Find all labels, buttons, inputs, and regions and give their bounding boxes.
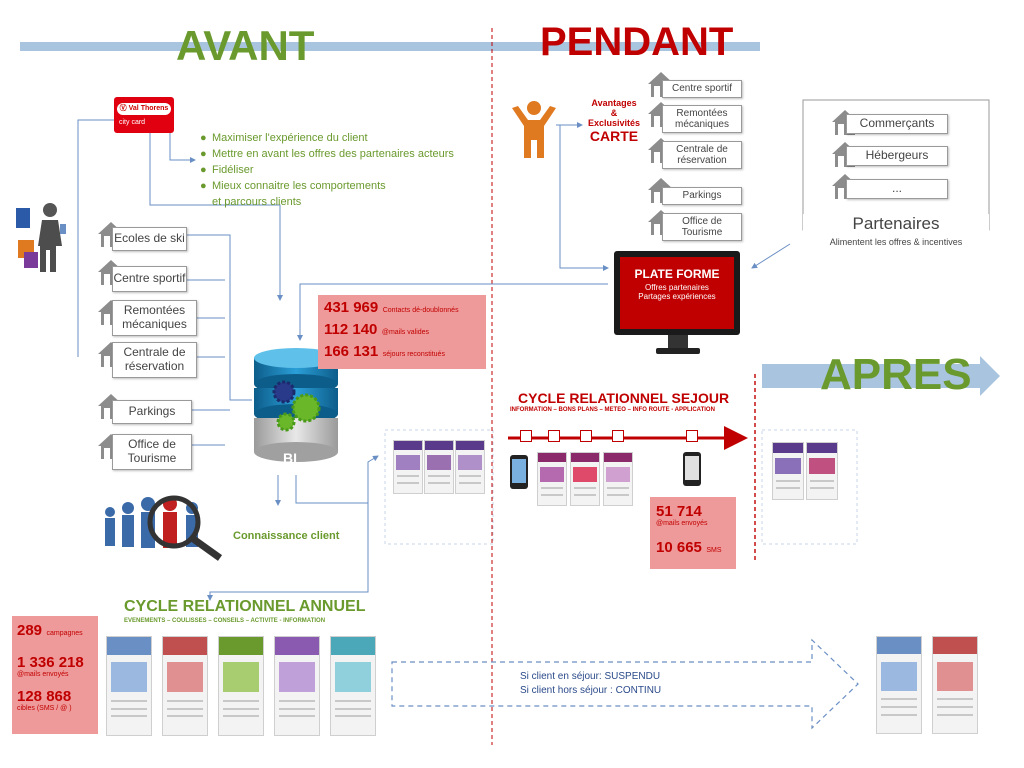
email-thumbnail [330, 636, 376, 736]
plateforme-line2: Partages expériences [638, 292, 716, 301]
connaissance-client-label: Connaissance client [233, 530, 340, 542]
source-box-office-tourisme: Office de Tourisme [112, 434, 192, 470]
annuel-title: CYCLE RELATIONNEL ANNUEL [124, 598, 366, 615]
phase-title-apres: APRES [820, 350, 972, 399]
carte-label: CARTE [589, 128, 639, 144]
annuel-stat: 289 campagnes [17, 622, 83, 639]
email-thumbnail [455, 440, 485, 494]
person-with-phone-icon [16, 203, 66, 272]
calendar-icon [612, 430, 624, 442]
bi-stat: 112 140 @mails valides [324, 321, 430, 338]
monitor-base [656, 348, 700, 354]
objective-item: ●Mieux connaitre les comportements [200, 180, 386, 192]
annuel-stat: 1 336 218@mails envoyés [17, 654, 84, 678]
partner-box-commercants: Commerçants [846, 114, 948, 134]
plateforme-screen: PLATE FORME Offres partenaires Partages … [620, 257, 734, 329]
sejour-stats-panel: 51 714@mails envoyés 10 665 SMS [650, 497, 736, 569]
pendant-box-centrale: Centrale de réservation [662, 141, 742, 169]
source-box-ecoles-de-ski: Ecoles de ski [112, 227, 187, 251]
source-box-centrale: Centrale de réservation [112, 342, 197, 378]
email-thumbnail [806, 442, 838, 500]
pendant-box-parkings: Parkings [662, 187, 742, 205]
partner-box-hebergeurs: Hébergeurs [846, 146, 948, 166]
plateforme-title: PLATE FORME [634, 267, 720, 281]
bi-label: BI [283, 450, 297, 466]
annuel-subtitle: EVENEMENTS – COULISSES – CONSEILS – ACTI… [124, 618, 326, 624]
smartphone-icon [683, 452, 701, 486]
sejour-stat: 51 714@mails envoyés [656, 503, 708, 527]
avantages-label: Avantages [591, 98, 637, 108]
monitor-icon: PLATE FORME Offres partenaires Partages … [614, 251, 740, 335]
annuel-stats-panel: 289 campagnes 1 336 218@mails envoyés 12… [12, 616, 98, 734]
sejour-subtitle: INFORMATION – BONS PLANS – METEO – INFO … [510, 407, 715, 413]
suspend-text: Si client en séjour: SUSPENDU Si client … [520, 670, 661, 698]
gears-database-icon [254, 348, 338, 462]
monitor-stand [668, 335, 688, 349]
email-thumbnail [876, 636, 922, 734]
email-thumbnail [603, 452, 633, 506]
email-thumbnail [570, 452, 600, 506]
avantages-block: Avantages & Exclusivités CARTE [580, 98, 648, 144]
partenaires-title: Partenaires [803, 214, 989, 234]
suspend-line1: Si client en séjour: SUSPENDU [520, 671, 661, 682]
plateforme-line1: Offres partenaires [645, 283, 709, 292]
city-card-brand: Ⓥ Val Thorens [117, 103, 171, 115]
calendar-icon [520, 430, 532, 442]
objectives-list: ●Maximiser l'expérience du client ●Mettr… [200, 130, 500, 210]
v-logo-icon: Ⓥ [119, 105, 129, 112]
exclusivites-label: Exclusivités [587, 118, 641, 128]
city-card: Ⓥ Val Thorens city card [114, 97, 174, 133]
source-box-remontees: Remontées mécaniques [112, 300, 197, 336]
bi-stat: 166 131 séjours reconstitués [324, 343, 445, 360]
pendant-box-office-tourisme: Office de Tourisme [662, 213, 742, 241]
objective-item: et parcours clients [212, 196, 302, 208]
objective-item: ●Mettre en avant les offres des partenai… [200, 148, 454, 160]
email-thumbnail [162, 636, 208, 736]
calendar-icon [686, 430, 698, 442]
city-card-sub: city card [119, 119, 146, 126]
pendant-box-centre-sportif: Centre sportif [662, 80, 742, 98]
sejour-stat: 10 665 SMS [656, 539, 722, 556]
email-thumbnail [424, 440, 454, 494]
partenaires-subtitle: Alimentent les offres & incentives [829, 237, 963, 247]
amp-label: & [610, 108, 618, 118]
source-box-centre-sportif: Centre sportif [112, 266, 187, 292]
objective-item: ●Fidéliser [200, 164, 254, 176]
person-arms-up-icon [512, 101, 556, 158]
email-thumbnail [393, 440, 423, 494]
calendar-icon [580, 430, 592, 442]
source-box-parkings: Parkings [112, 400, 192, 424]
calendar-icon [548, 430, 560, 442]
email-thumbnail [218, 636, 264, 736]
partner-box-etc: ... [846, 179, 948, 199]
crowd-magnifier-icon [105, 495, 223, 561]
objective-item: ●Maximiser l'expérience du client [200, 132, 368, 144]
email-thumbnail [772, 442, 804, 500]
bi-stats-panel: 431 969 Contacts dé-doublonnés 112 140 @… [318, 295, 486, 369]
email-thumbnail [932, 636, 978, 734]
email-thumbnail [537, 452, 567, 506]
email-thumbnail [106, 636, 152, 736]
suspend-line2: Si client hors séjour : CONTINU [520, 685, 662, 696]
email-thumbnail [274, 636, 320, 736]
smartphone-icon [510, 455, 528, 489]
sejour-title: CYCLE RELATIONNEL SEJOUR [518, 390, 730, 406]
phase-title-avant: AVANT [176, 22, 315, 69]
bi-stat: 431 969 Contacts dé-doublonnés [324, 299, 459, 316]
phase-title-pendant: PENDANT [540, 20, 734, 64]
pendant-box-remontees: Remontées mécaniques [662, 105, 742, 133]
